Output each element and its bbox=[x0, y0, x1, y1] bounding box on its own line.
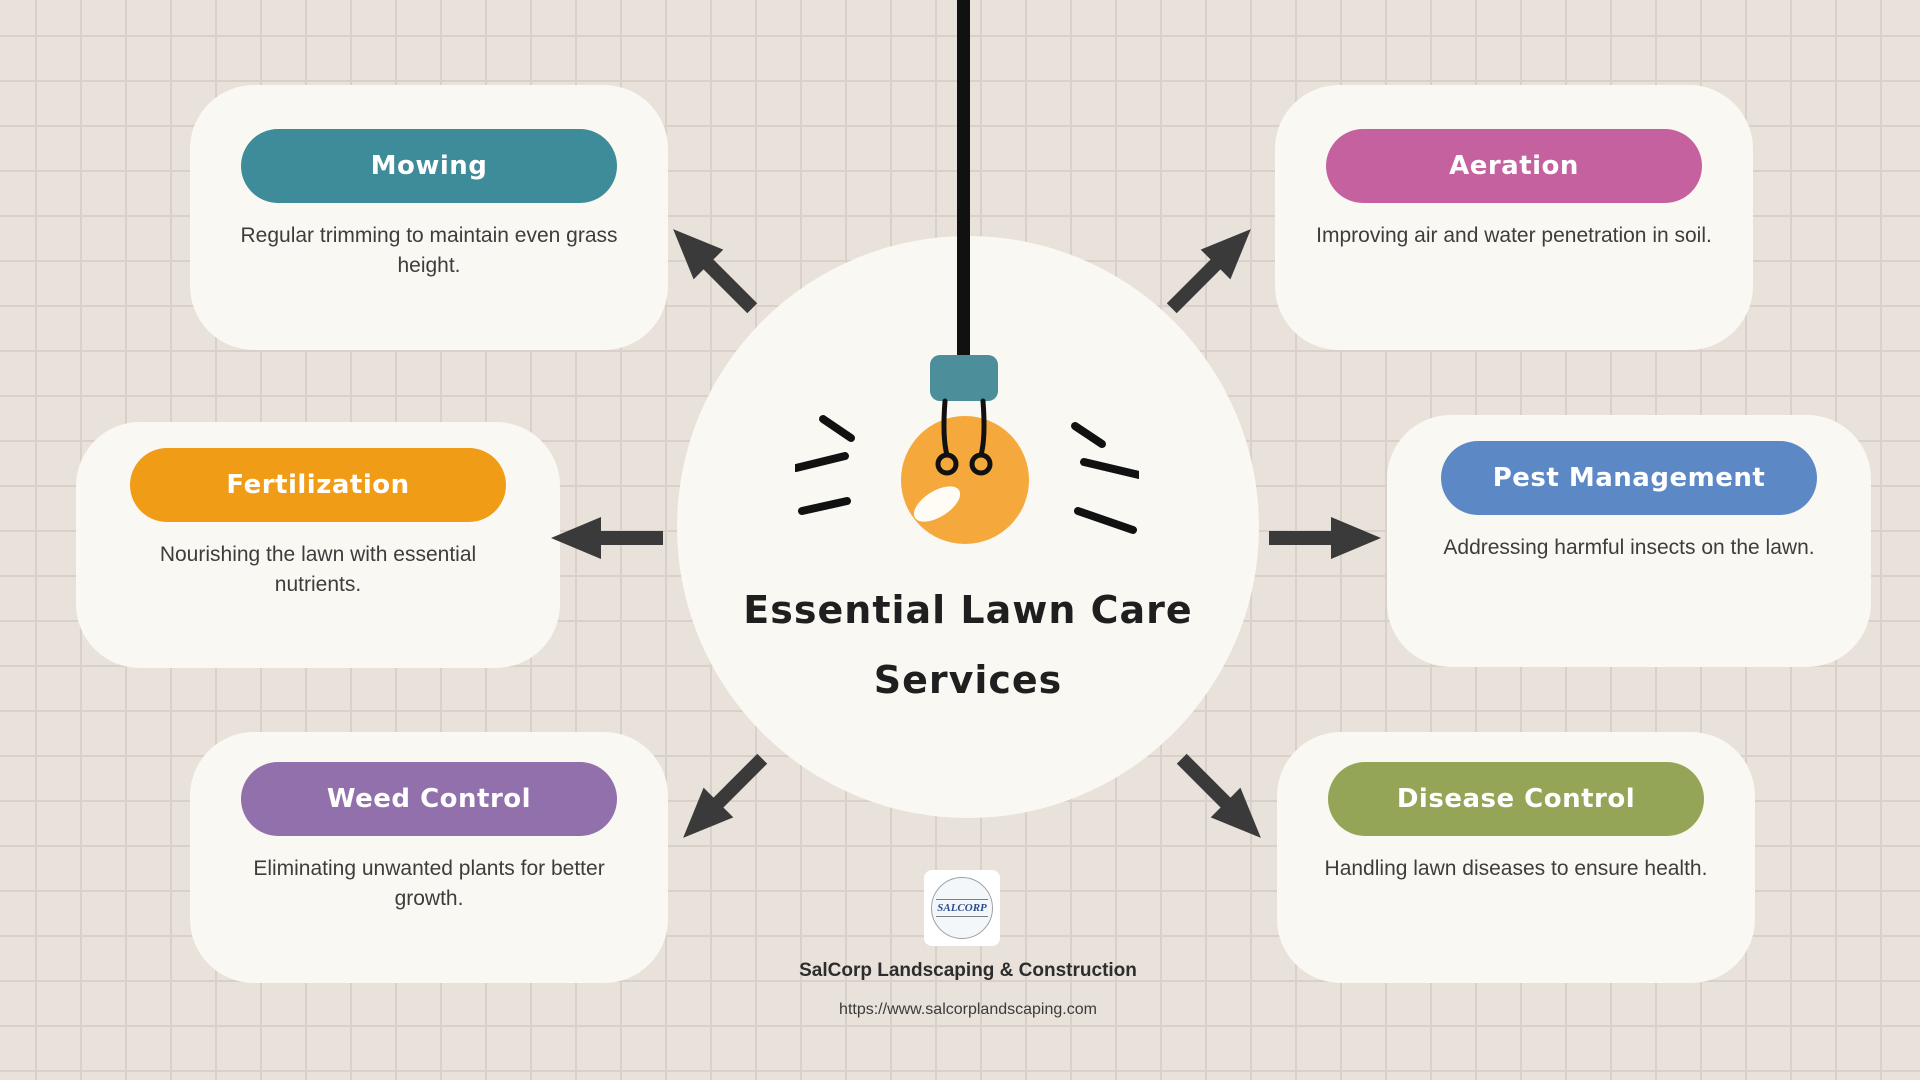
arrow-icon-bottom-right bbox=[1165, 742, 1278, 855]
card-fertilization-description: Nourishing the lawn with essential nutri… bbox=[159, 543, 477, 597]
card-mowing-header: Mowing bbox=[241, 129, 617, 203]
card-aeration-description: Improving air and water penetration in s… bbox=[1316, 224, 1712, 247]
card-fertilization: Fertilization Nourishing the lawn with e… bbox=[76, 422, 560, 668]
lightbulb-cord bbox=[957, 0, 970, 362]
arrow-icon-bottom-left bbox=[665, 742, 778, 855]
card-aeration-header: Aeration bbox=[1326, 129, 1702, 203]
arrow-icon-top-right bbox=[1155, 211, 1268, 324]
card-mowing-description: Regular trimming to maintain even grass … bbox=[240, 224, 618, 278]
card-fertilization-header: Fertilization bbox=[130, 448, 506, 522]
company-logo-text: SALCORP bbox=[936, 899, 988, 917]
card-disease-control-header: Disease Control bbox=[1328, 762, 1704, 836]
card-pest-management-description: Addressing harmful insects on the lawn. bbox=[1443, 536, 1815, 559]
diagram-title: Essential Lawn Care Services bbox=[627, 588, 1309, 702]
card-weed-control-description: Eliminating unwanted plants for better g… bbox=[253, 857, 605, 911]
footer-url: https://www.salcorplandscaping.com bbox=[839, 1001, 1097, 1018]
card-pest-management: Pest Management Addressing harmful insec… bbox=[1387, 415, 1871, 667]
lightbulb-icon bbox=[795, 355, 1139, 544]
company-logo-circle: SALCORP bbox=[931, 877, 993, 939]
card-weed-control: Weed Control Eliminating unwanted plants… bbox=[190, 732, 668, 983]
card-pest-management-header: Pest Management bbox=[1441, 441, 1817, 515]
diagram-title-line2: Services bbox=[873, 658, 1063, 702]
arrow-icon-middle-right bbox=[1269, 515, 1383, 561]
company-logo: SALCORP bbox=[924, 870, 1000, 946]
arrow-icon-middle-left bbox=[549, 515, 663, 561]
card-disease-control: Disease Control Handling lawn diseases t… bbox=[1277, 732, 1755, 983]
card-aeration: Aeration Improving air and water penetra… bbox=[1275, 85, 1753, 350]
footer-company-name: SalCorp Landscaping & Construction bbox=[799, 960, 1137, 981]
arrow-icon-top-left bbox=[655, 211, 768, 324]
card-disease-control-description: Handling lawn diseases to ensure health. bbox=[1324, 857, 1708, 880]
diagram-title-line1: Essential Lawn Care bbox=[743, 588, 1193, 632]
card-weed-control-header: Weed Control bbox=[241, 762, 617, 836]
card-mowing: Mowing Regular trimming to maintain even… bbox=[190, 85, 668, 350]
